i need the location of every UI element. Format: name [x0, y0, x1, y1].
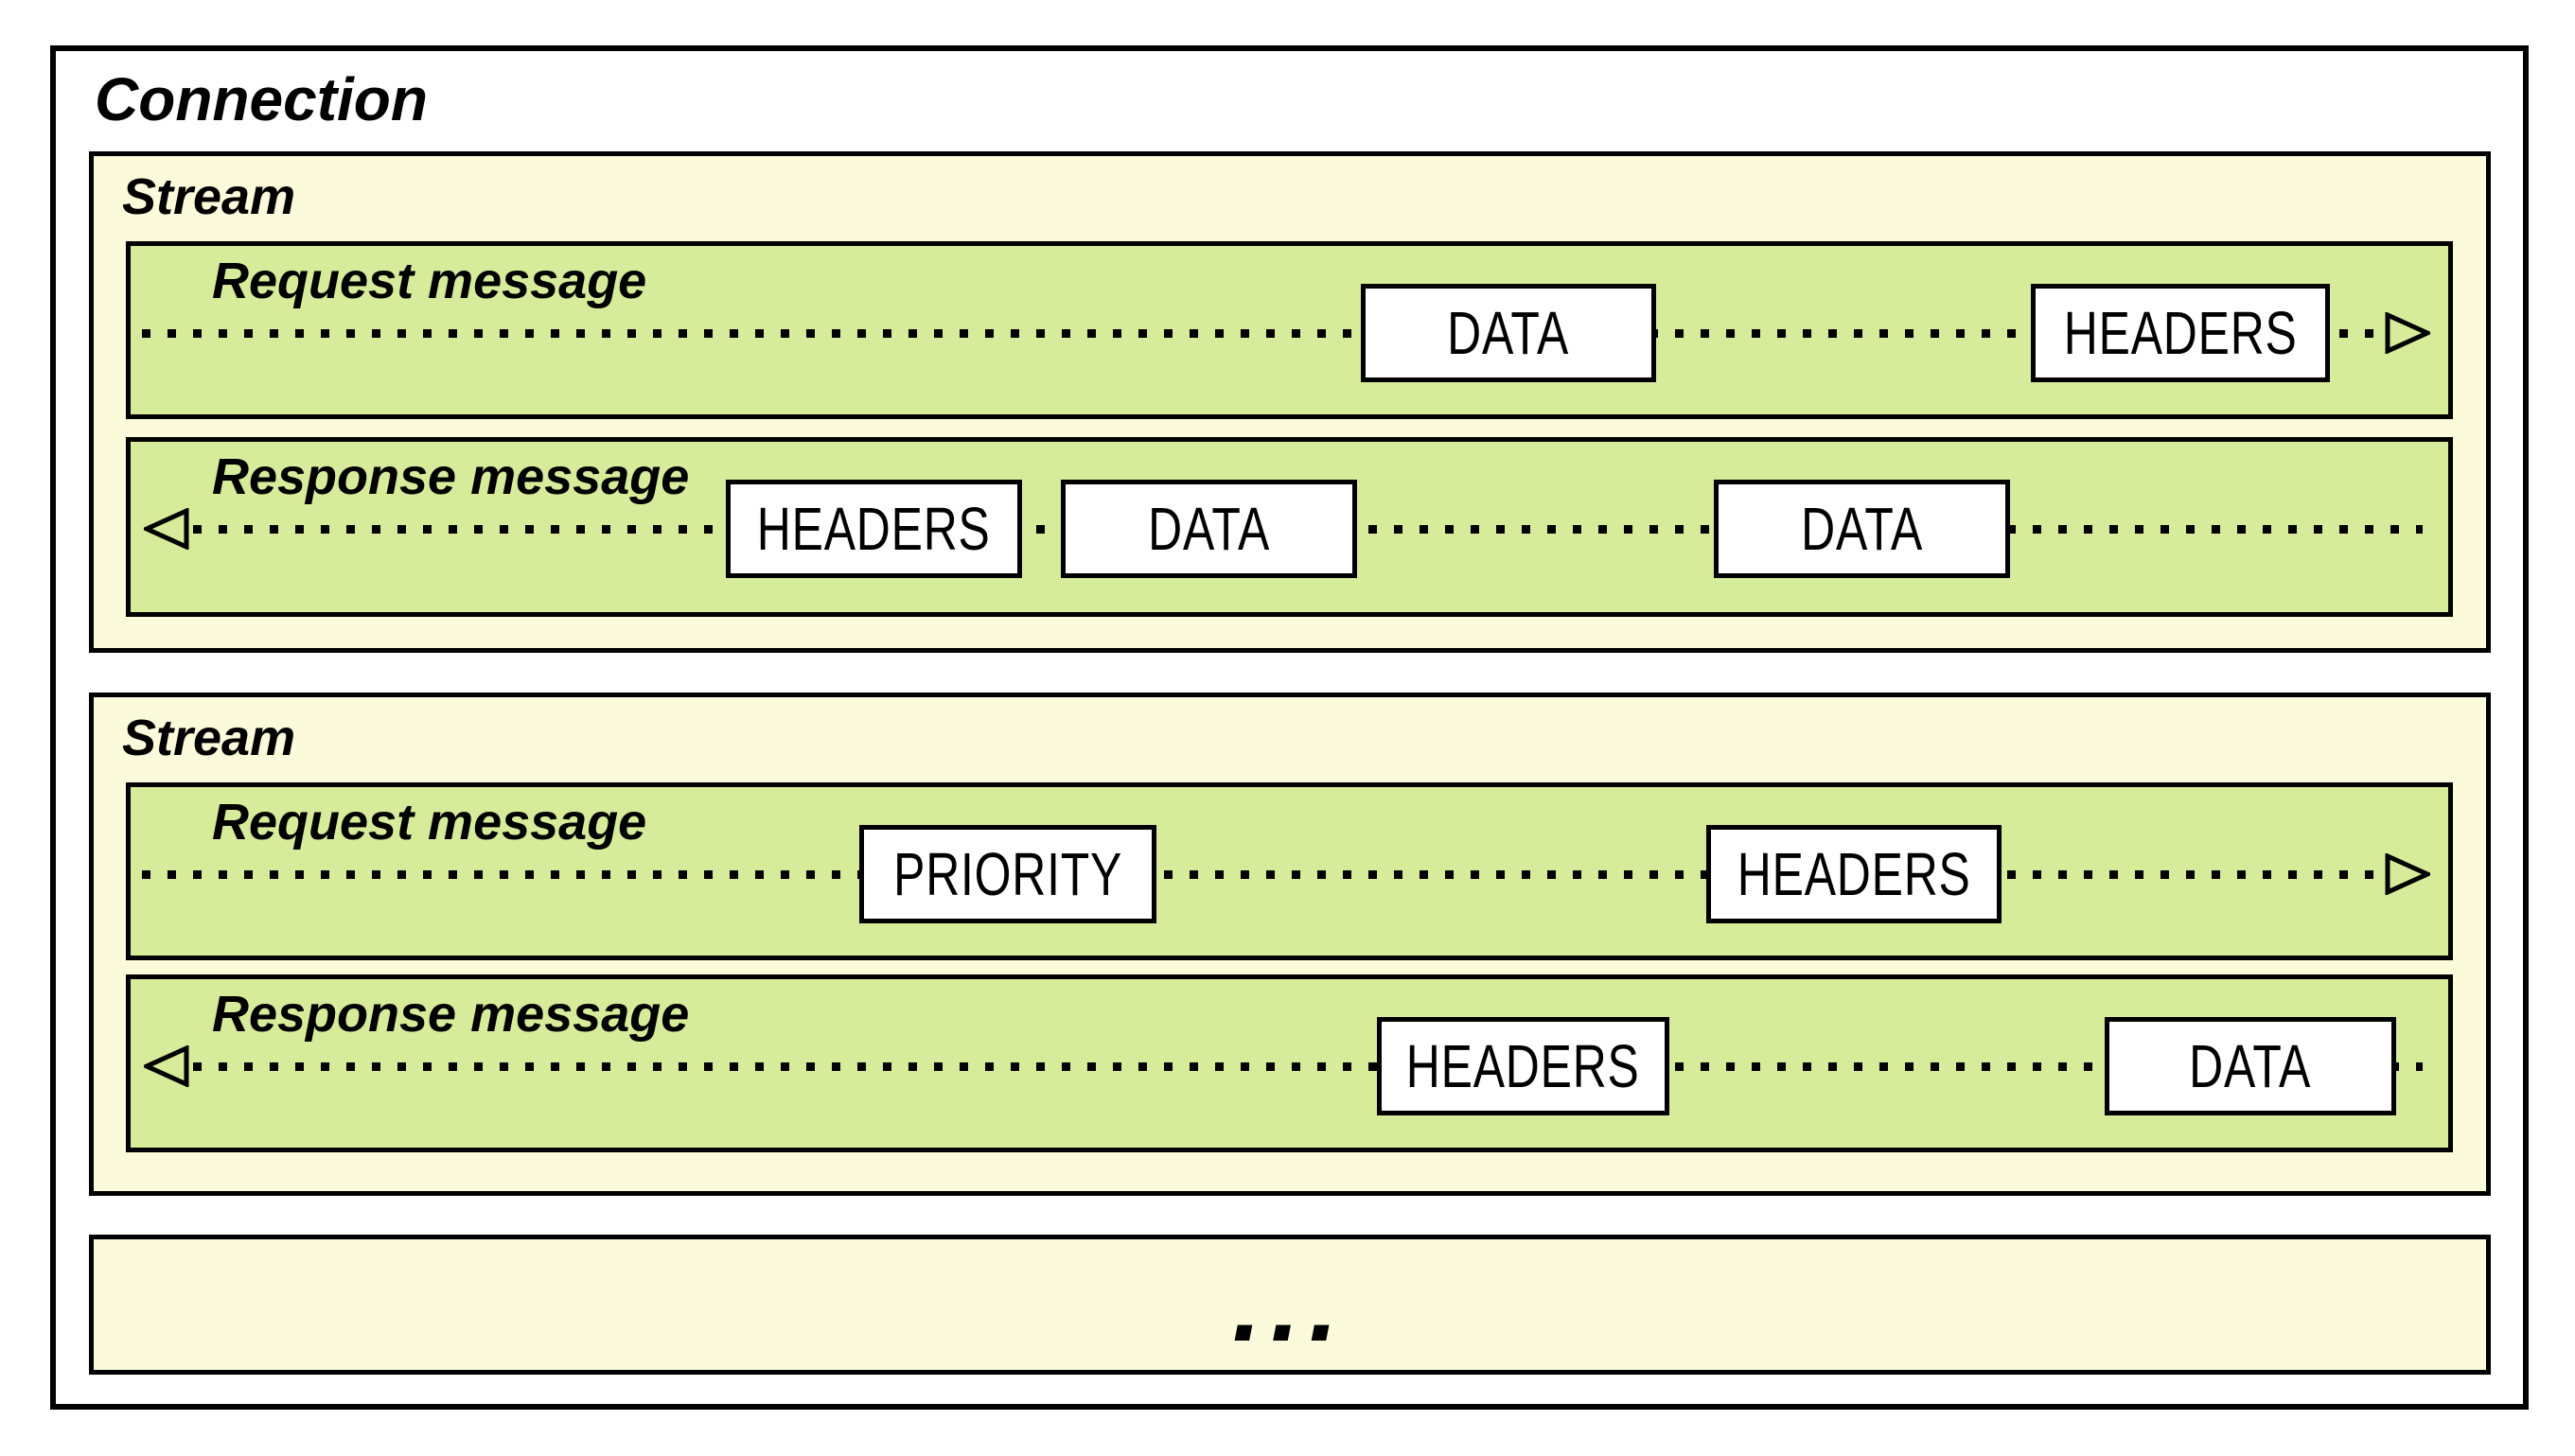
arrow-right-icon	[2385, 312, 2430, 354]
frame-label: HEADERS	[1406, 1032, 1640, 1100]
message-label: Response message	[212, 986, 690, 1043]
arrow-right-icon	[2385, 853, 2430, 895]
dotted-flow-line	[193, 1062, 2423, 1071]
connection-box: Connection Stream Request message DATA H…	[50, 45, 2529, 1410]
ellipsis-box: ...	[89, 1235, 2491, 1375]
stream-box-2: Stream Request message PRIORITY HEADERS …	[89, 693, 2491, 1196]
ellipsis-label: ...	[1232, 1246, 1348, 1363]
message-label: Request message	[212, 794, 647, 851]
stream-box-1: Stream Request message DATA HEADERS Resp…	[89, 151, 2491, 653]
dotted-flow-line	[142, 329, 2380, 338]
frame-label: HEADERS	[757, 495, 991, 563]
frame-label: PRIORITY	[893, 840, 1122, 908]
frame-box: PRIORITY	[859, 825, 1156, 923]
frame-label: HEADERS	[2063, 299, 2298, 367]
frame-box: HEADERS	[1377, 1017, 1669, 1115]
request-message-row: Request message PRIORITY HEADERS	[126, 782, 2453, 960]
frame-box: HEADERS	[726, 480, 1022, 578]
frame-label: DATA	[1148, 495, 1270, 563]
frame-box: HEADERS	[2031, 284, 2330, 382]
response-message-row: Response message HEADERS DATA DATA	[126, 437, 2453, 617]
arrow-left-icon	[144, 508, 189, 550]
arrow-left-icon	[144, 1045, 189, 1087]
stream-label: Stream	[122, 710, 296, 766]
frame-box: DATA	[1714, 480, 2010, 578]
frame-box: HEADERS	[1706, 825, 2002, 923]
response-message-row: Response message HEADERS DATA	[126, 974, 2453, 1152]
dotted-flow-line	[142, 870, 2380, 879]
request-message-row: Request message DATA HEADERS	[126, 241, 2453, 419]
message-label: Request message	[212, 253, 647, 309]
message-label: Response message	[212, 448, 690, 505]
connection-label: Connection	[95, 65, 428, 133]
frame-box: DATA	[1361, 284, 1656, 382]
frame-label: DATA	[1801, 495, 1923, 563]
frame-label: DATA	[1447, 299, 1570, 367]
stream-label: Stream	[122, 168, 296, 225]
frame-box: DATA	[1061, 480, 1357, 578]
frame-box: DATA	[2105, 1017, 2396, 1115]
frame-label: HEADERS	[1737, 840, 1971, 908]
frame-label: DATA	[2189, 1032, 2312, 1100]
